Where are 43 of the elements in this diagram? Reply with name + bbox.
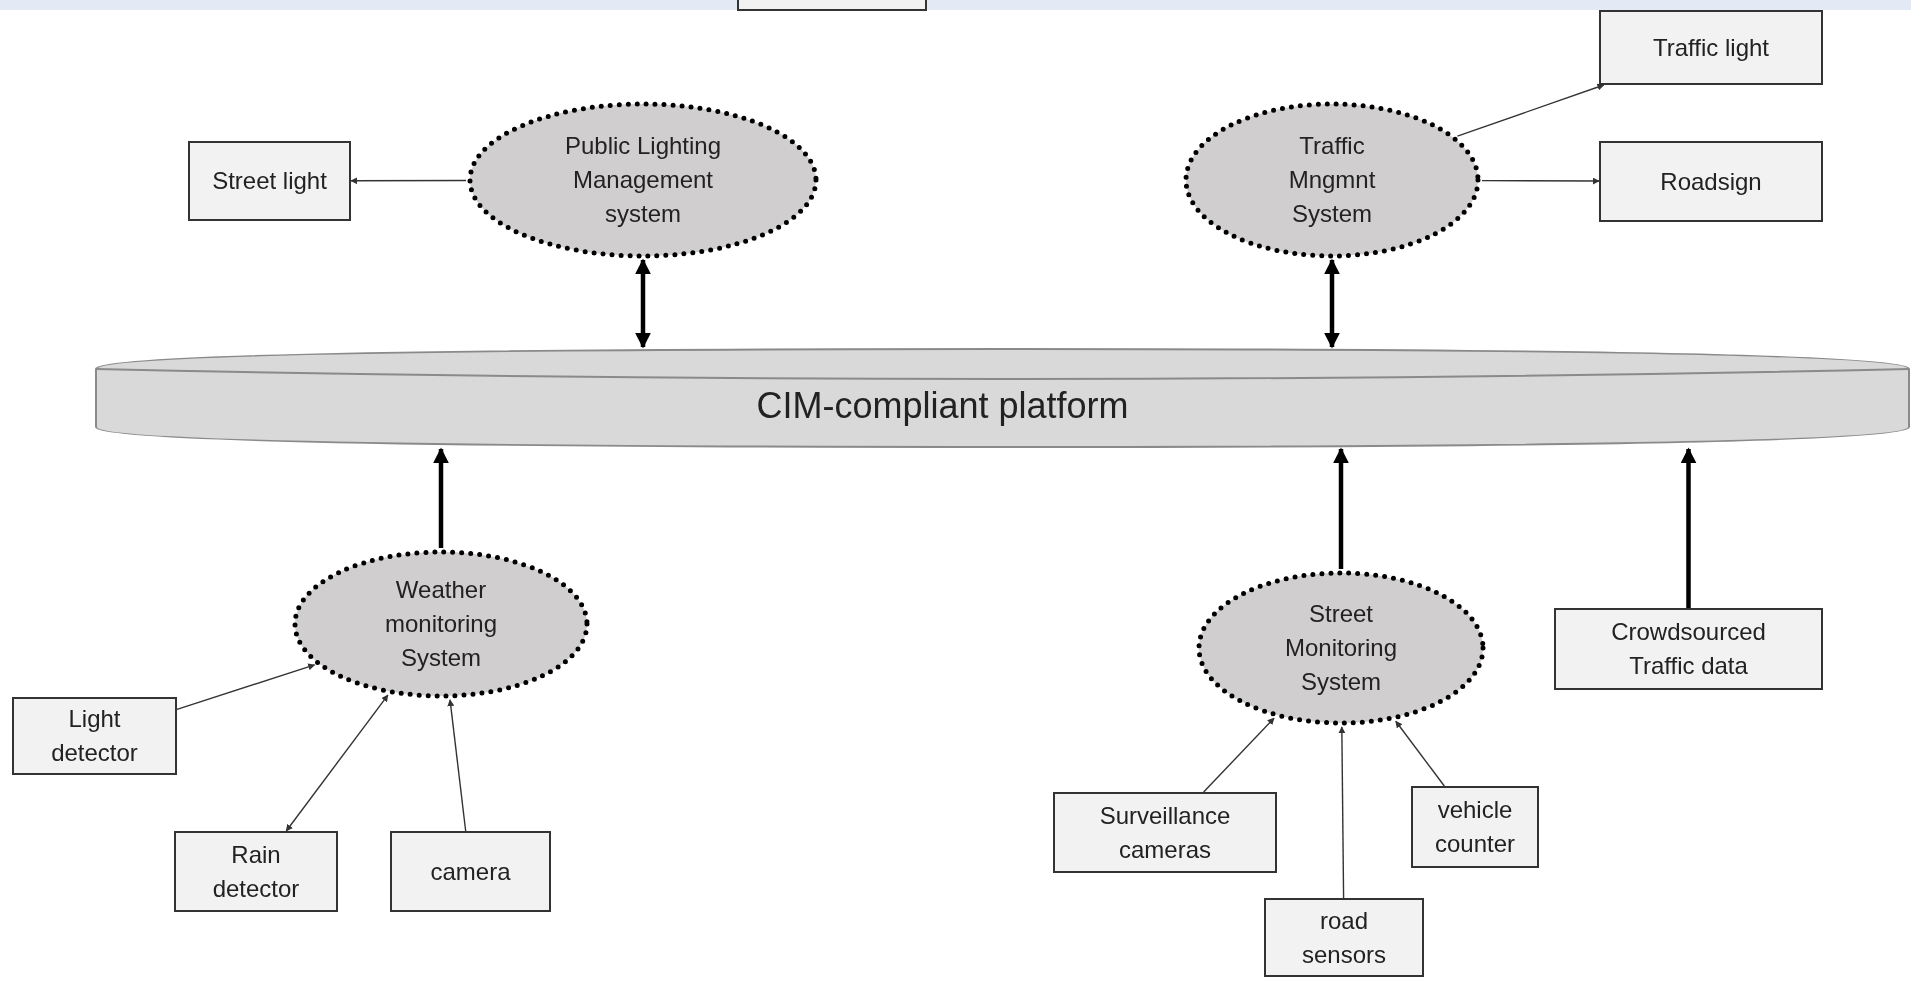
device-box [1411,786,1539,868]
arrow [1202,717,1275,793]
ellipse-label: Public Lighting Management system [563,131,723,229]
arrow [285,694,389,832]
device-box [390,831,551,912]
device-box [1554,608,1823,690]
box-label: vehicle counter [1433,795,1517,859]
ellipse-label: Traffic Mngmnt System [1287,131,1377,229]
device-box [12,697,177,775]
box-label: road sensors [1300,905,1387,970]
arrow [1324,258,1340,349]
ellipse-label: Weather monitoring System [383,575,499,673]
device-box [174,831,338,912]
device-box [1053,792,1277,873]
device-box [188,141,351,221]
arrow [1395,720,1445,787]
arrow [447,699,467,832]
platform-label: CIM-compliant platform [756,384,1129,428]
device-box [1599,141,1823,222]
box-label: camera [430,856,511,887]
box-label: Traffic light [1652,32,1769,63]
device-box [1264,898,1424,977]
arrow [176,663,316,711]
arrow [1338,726,1346,899]
arrow [1680,447,1697,608]
arrow [350,177,467,185]
box-label: Surveillance cameras [1098,800,1232,865]
arrow [1481,177,1600,185]
box-label: Crowdsourced Traffic data [1610,617,1767,681]
box-label: Roadsign [1660,166,1762,197]
system-ellipse [1195,569,1487,727]
system-ellipse [1182,100,1482,260]
arrow [635,258,651,349]
ellipse-label: Street Monitoring System [1283,599,1399,697]
box-label: Rain detector [211,839,301,904]
box-label: Light detector [50,704,139,768]
device-box [1599,10,1823,85]
arrow [433,447,449,548]
arrow [1456,83,1605,137]
box-label: Street light [212,166,327,196]
arrow [1333,447,1349,569]
system-ellipse [466,100,820,260]
system-ellipse [291,548,591,700]
